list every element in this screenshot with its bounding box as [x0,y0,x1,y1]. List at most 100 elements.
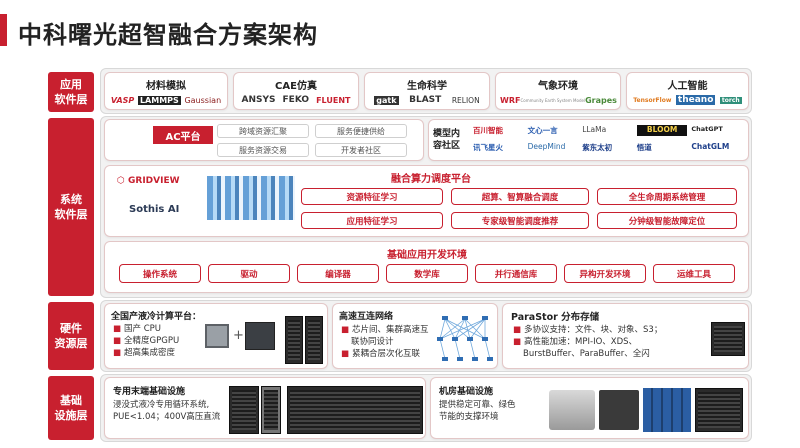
app-card-cae: CAE仿真 ANSYS FEKO FLUENT [233,72,359,110]
lammps-logo: LAMMPS [137,96,181,105]
layer-label-system-text: 系统 软件层 [54,193,88,221]
grapes-logo: Grapes [585,96,617,105]
network-topology-icon [437,316,493,361]
terminal-line: PUE<1.04；400V高压直流 [113,412,221,422]
torch-logo: torch [719,96,742,104]
gaussian-logo: Gaussian [184,96,222,105]
sothis-ai-logo: Sothis AI [129,204,180,215]
ups-unit-image [549,390,595,430]
bullet-item: ■高性能加速：MPI-IO、XDS、 [513,337,638,347]
fusion-item-resource-learning: 资源特征学习 [301,188,443,205]
fluent-logo: FLUENT [316,95,351,105]
terminal-line: 浸没式液冷专用循环系统, [113,400,210,410]
app-logos: VASP LAMMPS Gaussian [109,96,223,105]
storage-title: ParaStor 分布存储 [511,312,600,323]
app-card-weather: 气象环境 WRF Community Earth System Model Gr… [495,72,621,110]
relion-logo: RELION [451,95,480,105]
gridview-icon: ⬡ [117,176,128,186]
wudao-logo: 悟道 [636,143,652,152]
fusion-title: 融合算力调度平台 [391,174,471,185]
app-card-title: 人工智能 [667,81,708,92]
bullet-item: ■芯片间、集群高速互 [341,325,429,335]
gridview-logo: ⬡ GRIDVIEW [117,176,180,186]
liquid-bullets: ■国产 CPU ■全精度GPGPU ■超高集成密度 [113,323,179,359]
feko-logo: FEKO [282,95,310,105]
infra-layer-panel: 专用末端基础设施 浸没式液冷专用循环系统, PUE<1.04；400V高压直流 … [100,374,752,442]
env-item-ops-tools: 运维工具 [653,264,735,283]
app-card-life-science: 生命科学 gatk BLAST RELION [364,72,490,110]
app-logos: TensorFlow theano torch [631,95,744,105]
gridview-brand: GRIDVIEW [128,176,180,186]
deepmind-logo: DeepMind [527,142,566,151]
plus-icon: + [233,328,244,343]
env-item-parallel-comm: 并行通信库 [475,264,557,283]
baichuan-logo: 百川智能 [473,126,503,135]
app-card-title: CAE仿真 [275,81,317,92]
fusion-item-expert-recommend: 专家级智能调度推荐 [451,212,589,229]
bloom-logo: BLOOM [636,125,688,136]
hvdc-cabinet-row-image [287,386,423,434]
network-bullets: ■芯片间、集群高速互 联协同设计 ■紧耦合层次化互联 [341,324,429,360]
xinghuo-logo: 讯飞星火 [473,143,503,152]
app-logos: WRF Community Earth System Model Grapes [500,96,617,105]
ac-platform-card: AC平台 跨域资源汇聚 服务便捷供给 服务资源交易 开发者社区 [104,119,424,161]
gpu-board-image [245,322,275,350]
env-item-os: 操作系统 [119,264,201,283]
bullet-item: ■全精度GPGPU [113,336,180,346]
cesm-logo: Community Earth System Model [520,98,586,103]
system-layer-panel: AC平台 跨域资源汇聚 服务便捷供给 服务资源交易 开发者社区 模型内 容社区 … [100,116,752,298]
cpu-chip-image [205,324,229,348]
model-community-label: 模型内 容社区 [433,129,461,151]
bullet-item: 联协同设计 [351,337,394,347]
hardware-layer-panel: 全国产液冷计算平台： ■国产 CPU ■全精度GPGPU ■超高集成密度 + 高… [100,300,752,372]
app-logos: ANSYS FEKO FLUENT [238,95,354,105]
env-item-compiler: 编译器 [297,264,379,283]
network-card: 高速互连网络 ■芯片间、集群高速互 联协同设计 ■紧耦合层次化互联 [332,303,498,369]
layer-label-app: 应用 软件层 [48,72,94,112]
fusion-item-fault-location: 分钟级智能故障定位 [597,212,737,229]
liquid-platform-card: 全国产液冷计算平台： ■国产 CPU ■全精度GPGPU ■超高集成密度 + [104,303,328,369]
fusion-item-app-learning: 应用特征学习 [301,212,443,229]
machine-room-line: 提供稳定可靠、绿色 [439,400,516,410]
layer-label-system: 系统 软件层 [48,118,94,296]
ac-item-developer-community: 开发者社区 [315,143,407,157]
app-card-title: 材料模拟 [146,81,186,92]
tensorflow-logo: TensorFlow [633,96,672,104]
theano-logo: theano [675,95,716,105]
fusion-item-lifecycle-management: 全生命周期系统管理 [597,188,737,205]
env-item-math-lib: 数学库 [386,264,468,283]
server-aisle-image [643,388,691,432]
gatk-logo: gatk [374,95,399,105]
ac-platform-label: AC平台 [153,126,213,144]
layer-label-infra: 基础 设施层 [48,376,94,440]
bullet-item: ■超高集成密度 [113,348,176,358]
model-logos-grid: 百川智能 文心一言 LLaMa BLOOM ChatGPT 讯飞星火 DeepM… [473,125,742,153]
server-rack-image [285,316,303,364]
app-logos: gatk BLAST RELION [369,95,485,105]
page-title: 中科曙光超智融合方案架构 [18,21,318,49]
base-env-title: 基础应用开发环境 [387,250,467,261]
layer-label-hardware-text: 硬件 资源层 [54,322,88,350]
llama-logo: LLaMa [582,125,607,134]
fusion-item-fusion-scheduling: 超算、智算融合调度 [451,188,589,205]
env-item-hetero-dev: 异构开发环境 [564,264,646,283]
cooling-unit-image [229,386,259,434]
terminal-desc: 浸没式液冷专用循环系统, PUE<1.04；400V高压直流 [113,399,220,423]
storage-server-image [711,322,745,356]
layer-label-infra-text: 基础 设施层 [54,394,88,422]
bullet-item: ■多协议支持：文件、块、对象、S3； [513,325,663,335]
server-rack-image [305,316,323,364]
ac-item-resource-trading: 服务资源交易 [217,143,309,157]
wenxin-logo: 文心一言 [527,126,558,135]
blast-logo: BLAST [409,95,442,105]
machine-room-title: 机房基础设施 [439,387,494,397]
app-card-title: 生命科学 [407,81,447,92]
layer-label-app-text: 应用 软件层 [54,78,88,106]
layer-label-hardware: 硬件 资源层 [48,302,94,370]
chatglm-logo: ChatGLM [691,142,730,151]
vasp-logo: VASP [110,96,135,105]
bullet-item: ■紧耦合层次化互联 [341,349,421,359]
machine-room-line: 节能的支撑环境 [439,412,499,422]
ac-item-service-supply: 服务便捷供给 [315,124,407,138]
